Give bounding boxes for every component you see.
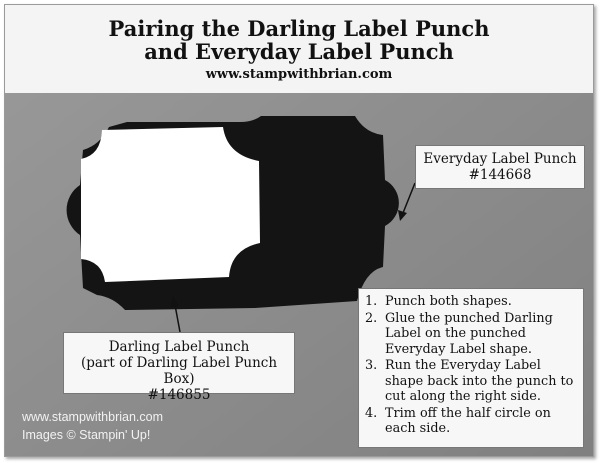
darling-arrow-line bbox=[174, 304, 181, 333]
title-url: www.stampwithbrian.com bbox=[205, 67, 393, 82]
step-item: 1. Punch both shapes. bbox=[365, 294, 577, 310]
darling-callout-box: (part of Darling Label Punch Box) bbox=[80, 355, 278, 387]
everyday-arrow-line bbox=[402, 182, 416, 214]
watermark-copyright: Images © Stampin' Up! bbox=[22, 428, 151, 442]
watermark-url: www.stampwithbrian.com bbox=[22, 410, 164, 424]
step-item: 3. Run the Everyday Label shape back int… bbox=[365, 358, 577, 405]
darling-arrow-head bbox=[170, 296, 179, 307]
step-item: 2. Glue the punched Darling Label on the… bbox=[365, 311, 577, 358]
instructions-box: 1. Punch both shapes. 2. Glue the punche… bbox=[358, 288, 584, 448]
step-number: 2. bbox=[365, 310, 378, 326]
everyday-callout-name: Everyday Label Punch bbox=[423, 151, 577, 167]
darling-callout-name: Darling Label Punch bbox=[108, 339, 250, 355]
image-frame: Pairing the Darling Label Punch and Ever… bbox=[4, 4, 594, 457]
title-line-1: Pairing the Darling Label Punch bbox=[108, 16, 490, 41]
title-line-2: and Everyday Label Punch bbox=[144, 39, 454, 64]
step-text: Trim off the half circle on each side. bbox=[385, 405, 551, 437]
step-number: 4. bbox=[365, 405, 378, 421]
everyday-arrow-head bbox=[398, 210, 407, 221]
step-text: Punch both shapes. bbox=[385, 294, 512, 309]
step-number: 1. bbox=[365, 294, 378, 309]
step-text: Run the Everyday Label shape back into t… bbox=[385, 358, 574, 404]
everyday-label-callout: Everyday Label Punch #144668 bbox=[415, 145, 585, 189]
step-text: Glue the punched Darling Label on the pu… bbox=[385, 310, 553, 357]
title-band: Pairing the Darling Label Punch and Ever… bbox=[5, 5, 593, 93]
everyday-callout-number: #144668 bbox=[468, 167, 532, 183]
darling-callout-number: #146855 bbox=[147, 387, 211, 403]
step-item: 4. Trim off the half circle on each side… bbox=[365, 406, 577, 437]
darling-label-white-shape bbox=[81, 127, 260, 282]
darling-label-callout: Darling Label Punch (part of Darling Lab… bbox=[63, 332, 295, 403]
step-number: 3. bbox=[365, 358, 378, 373]
